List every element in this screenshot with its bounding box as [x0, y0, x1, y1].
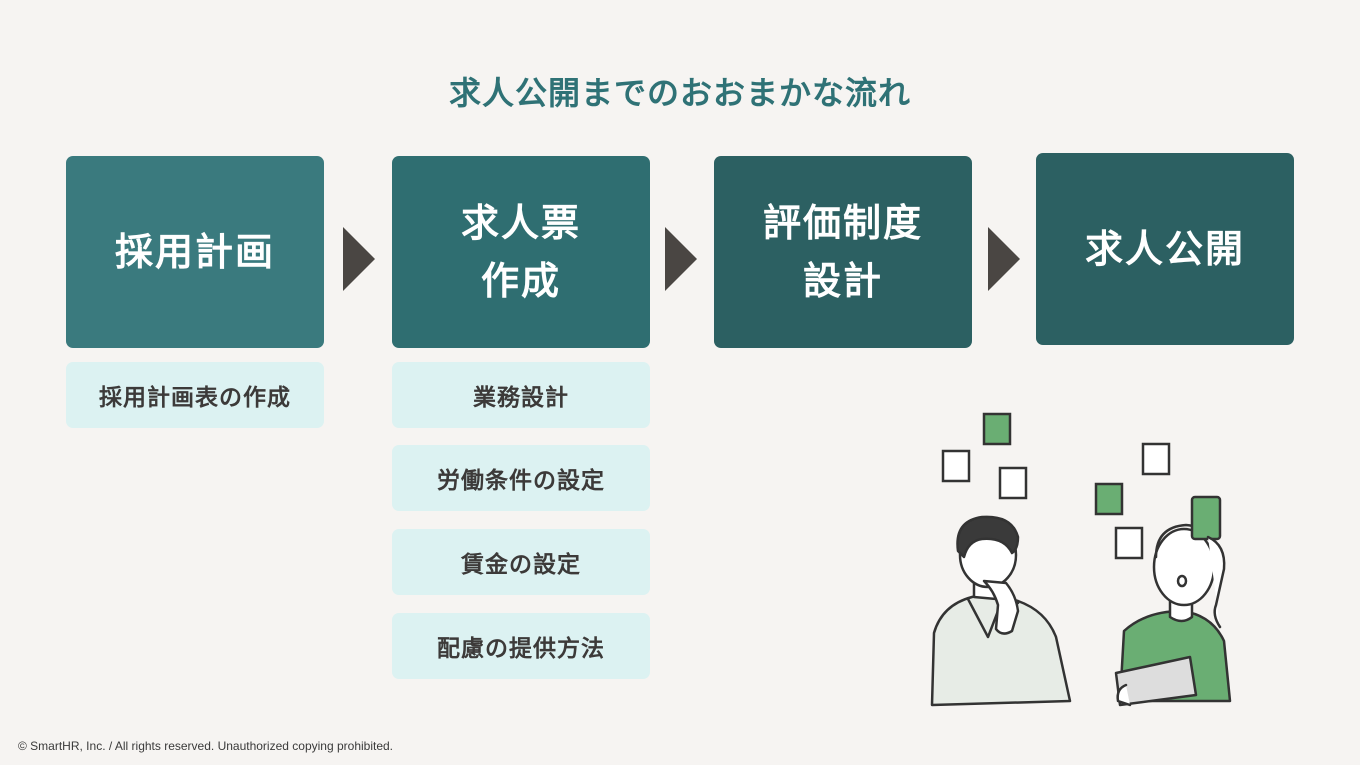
sub-item-working-conditions: 労働条件の設定 — [392, 445, 650, 511]
sub-item-job-design: 業務設計 — [392, 362, 650, 428]
page-title: 求人公開までのおおまかな流れ — [0, 68, 1360, 114]
step-job-publication: 求人公開 — [1036, 153, 1294, 345]
step-job-posting-creation: 求人票 作成 — [392, 156, 650, 348]
thinking-person-icon — [932, 517, 1070, 705]
sub-item-hiring-plan-table: 採用計画表の作成 — [66, 362, 324, 428]
sub-item-wage-setting: 賃金の設定 — [392, 529, 650, 595]
arrow-icon — [343, 227, 375, 291]
sub-item-accommodation-method: 配慮の提供方法 — [392, 613, 650, 679]
copyright-footer: © SmartHR, Inc. / All rights reserved. U… — [18, 739, 393, 753]
step-hiring-plan: 採用計画 — [66, 156, 324, 348]
arrow-icon — [665, 227, 697, 291]
arrow-icon — [988, 227, 1020, 291]
people-thinking-with-cards-illustration — [920, 405, 1260, 715]
step-evaluation-system-design: 評価制度 設計 — [714, 156, 972, 348]
